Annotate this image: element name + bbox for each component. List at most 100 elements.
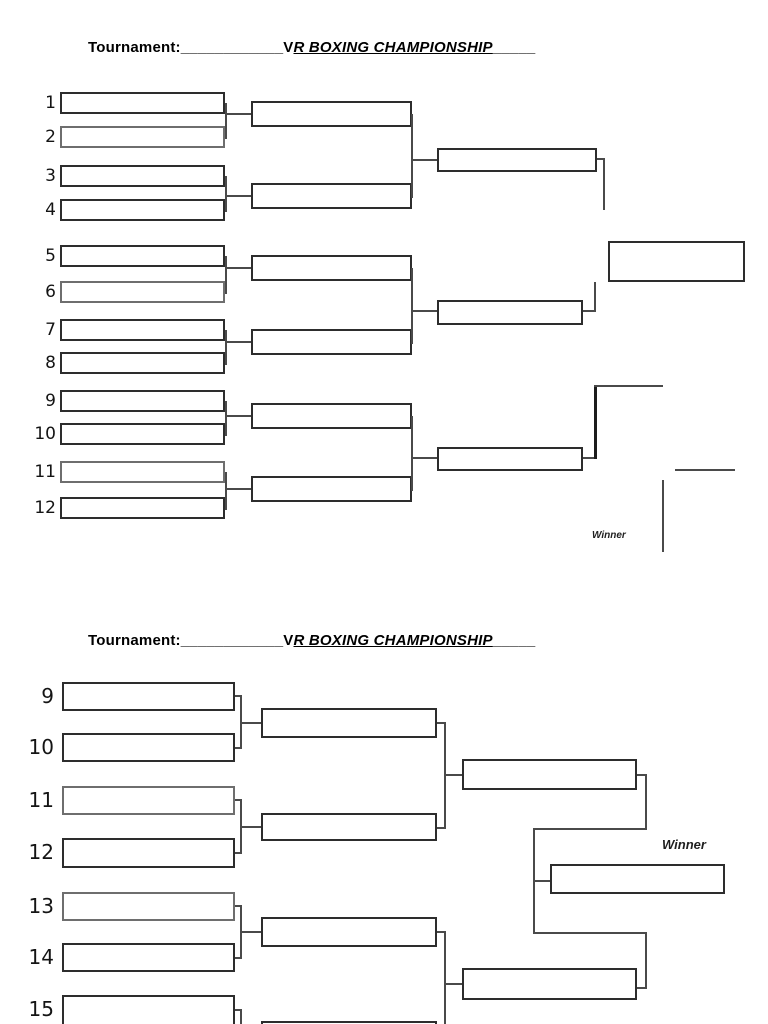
bracket-connector xyxy=(225,472,227,510)
bracket-connector xyxy=(645,774,647,830)
slot-number-9: 9 xyxy=(45,391,56,411)
round1-slot-box xyxy=(62,838,235,868)
bracket-connector xyxy=(603,158,605,210)
bracket-connector xyxy=(411,268,413,344)
round1-slot-box xyxy=(62,892,235,921)
bracket-connector xyxy=(594,385,663,387)
bracket-connector xyxy=(235,799,242,801)
bracket-connector xyxy=(411,159,437,161)
round1-slot-box xyxy=(60,126,225,148)
bracket-connector xyxy=(235,852,242,854)
bracket-connector xyxy=(225,330,227,365)
tournament-title: Tournament:____________VR BOXING CHAMPIO… xyxy=(88,632,535,649)
round2-match-box xyxy=(251,329,412,355)
bracket-connector xyxy=(240,931,261,933)
semifinal-box xyxy=(437,148,597,172)
bracket-connector xyxy=(225,195,251,197)
bracket-connector xyxy=(533,828,647,830)
bracket-connector xyxy=(225,415,251,417)
bracket-connector xyxy=(444,983,462,985)
semifinal-box xyxy=(437,300,583,325)
round1-slot-box xyxy=(60,281,225,303)
round1-slot-box xyxy=(62,733,235,762)
bracket-connector xyxy=(411,457,437,459)
slot-number-15: 15 xyxy=(28,997,54,1021)
tournament-name-start: V xyxy=(283,39,294,56)
bracket-connector xyxy=(437,827,446,829)
bracket-connector xyxy=(662,480,664,552)
tournament-label: Tournament: xyxy=(88,39,181,56)
slot-number-4: 4 xyxy=(45,200,56,220)
bracket-connector xyxy=(583,310,596,312)
round2-match-box xyxy=(251,101,412,127)
tournament-name-start: V xyxy=(283,632,294,649)
round1-slot-box xyxy=(60,245,225,267)
bracket-connector xyxy=(235,957,242,959)
bracket-connector xyxy=(240,1009,242,1024)
slot-number-3: 3 xyxy=(45,166,56,186)
bracket-connector xyxy=(225,488,251,490)
slot-number-1: 1 xyxy=(45,93,56,113)
round1-slot-box xyxy=(60,319,225,341)
semifinal-box xyxy=(437,447,583,471)
tournament-label: Tournament: xyxy=(88,632,181,649)
round2-match-box xyxy=(251,403,412,429)
bracket-connector xyxy=(225,341,251,343)
bracket-connector xyxy=(594,385,597,459)
title-blank-line: ____________ xyxy=(180,632,284,649)
slot-number-10: 10 xyxy=(34,424,56,444)
title-trailing-line: _____ xyxy=(492,39,536,56)
slot-number-11: 11 xyxy=(34,462,56,482)
bracket-connector xyxy=(225,176,227,212)
round2-match-box xyxy=(261,1021,437,1024)
round2-match-box xyxy=(261,917,437,947)
bracket-connector xyxy=(583,457,596,459)
bracket-connector xyxy=(411,310,437,312)
bracket-connector xyxy=(437,931,446,933)
semifinal-box xyxy=(462,968,637,1000)
round1-slot-box xyxy=(62,943,235,972)
round1-slot-box xyxy=(60,390,225,412)
bracket-connector xyxy=(437,722,446,724)
round2-match-box xyxy=(251,183,412,209)
tournament-title: Tournament:____________VR BOXING CHAMPIO… xyxy=(88,39,535,56)
champion-box xyxy=(550,864,725,894)
bracket-connector xyxy=(411,114,413,198)
title-trailing-line: _____ xyxy=(492,632,536,649)
bracket-connector xyxy=(240,722,261,724)
round2-match-box xyxy=(251,476,412,502)
tournament-name: R BOXING CHAMPIONSHIP xyxy=(293,632,493,649)
bracket-connector xyxy=(240,826,261,828)
bracket-connector xyxy=(235,1009,242,1011)
slot-number-2: 2 xyxy=(45,127,56,147)
bracket-connector xyxy=(533,932,647,934)
bracket-connector xyxy=(533,880,550,882)
round1-slot-box xyxy=(60,423,225,445)
bracket-connector xyxy=(645,932,647,989)
bracket-connector xyxy=(225,256,227,294)
slot-number-5: 5 xyxy=(45,246,56,266)
bracket-connector xyxy=(444,774,462,776)
bracket-connector xyxy=(225,401,227,436)
round1-slot-box xyxy=(60,497,225,519)
winner-label: Winner xyxy=(662,837,706,852)
bracket-connector xyxy=(444,932,446,1024)
slot-number-7: 7 xyxy=(45,320,56,340)
round2-match-box xyxy=(251,255,412,281)
bracket-connector xyxy=(225,267,251,269)
slot-number-9: 9 xyxy=(41,684,54,708)
round1-slot-box xyxy=(60,352,225,374)
round1-slot-box xyxy=(60,461,225,483)
slot-number-11: 11 xyxy=(28,788,54,812)
slot-number-12: 12 xyxy=(34,498,56,518)
bracket-connector xyxy=(637,774,647,776)
title-blank-line: ____________ xyxy=(180,39,284,56)
tournament-name: R BOXING CHAMPIONSHIP xyxy=(293,39,493,56)
bracket-connector xyxy=(594,282,596,312)
bracket-connector xyxy=(225,103,227,139)
bracket-connector xyxy=(597,158,605,160)
bracket-connector xyxy=(411,416,413,491)
round2-match-box xyxy=(261,813,437,841)
slot-number-6: 6 xyxy=(45,282,56,302)
slot-number-14: 14 xyxy=(28,945,54,969)
